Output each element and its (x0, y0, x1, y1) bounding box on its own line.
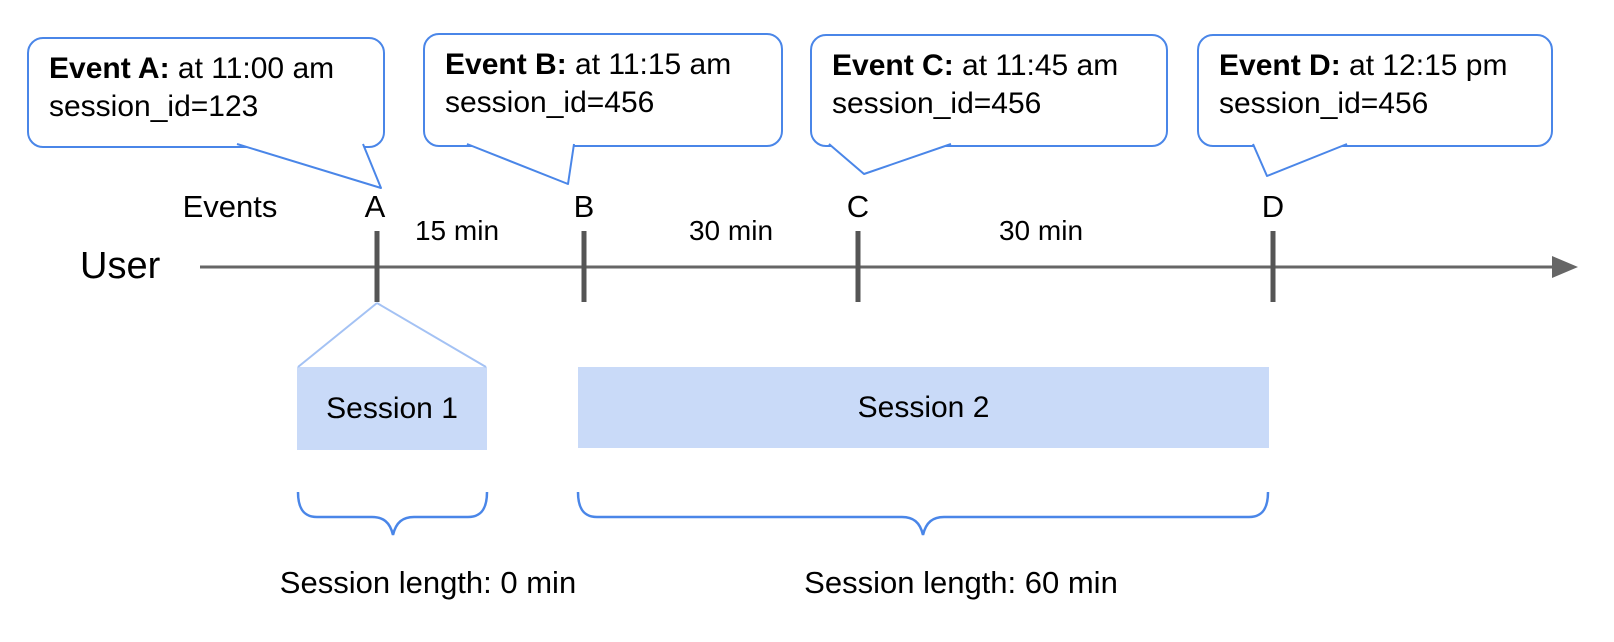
event-b-session-id: session_id=456 (445, 86, 655, 119)
event-letter-c: C (846, 189, 870, 224)
session-2-bar-label: Session 2 (857, 390, 990, 424)
event-d-callout-tail (1252, 143, 1348, 177)
event-a-callout: Event A: at 11:00 am session_id=123 (27, 37, 385, 148)
event-a-session-id: session_id=123 (49, 90, 259, 123)
events-row-label: Events (182, 189, 278, 224)
event-c-time: at 11:45 am (953, 49, 1119, 82)
session-2-length-label: Session length: 60 min (804, 565, 1118, 600)
event-a-callout-tail (236, 143, 382, 189)
event-letter-b: B (573, 189, 595, 224)
event-a-callout-line1: Event A: at 11:00 am (49, 50, 383, 88)
event-c-callout-tail (828, 143, 952, 175)
event-c-title: Event C: (832, 49, 954, 82)
event-d-session-id: session_id=456 (1219, 87, 1429, 120)
session-1-bar: Session 1 (297, 367, 487, 450)
event-d-callout: Event D: at 12:15 pm session_id=456 (1197, 34, 1553, 147)
session-1-bar-label: Session 1 (326, 391, 458, 425)
interval-b-c-label: 30 min (688, 215, 774, 246)
event-a-time: at 11:00 am (169, 52, 335, 85)
session-1-brace (296, 491, 489, 536)
event-c-session-id: session_id=456 (832, 87, 1042, 120)
interval-a-b-label: 15 min (414, 215, 500, 246)
user-row-label: User (80, 245, 161, 287)
event-b-title: Event B: (445, 48, 567, 81)
event-b-callout: Event B: at 11:15 am session_id=456 (423, 33, 783, 147)
event-b-time: at 11:15 am (566, 48, 732, 81)
event-b-callout-line1: Event B: at 11:15 am (445, 46, 781, 84)
session-2-brace (576, 491, 1270, 536)
event-d-time: at 12:15 pm (1340, 49, 1508, 82)
event-letter-a: A (364, 189, 386, 224)
event-c-callout: Event C: at 11:45 am session_id=456 (810, 34, 1168, 147)
event-d-callout-line1: Event D: at 12:15 pm (1219, 47, 1551, 85)
event-letter-d: D (1261, 189, 1285, 224)
session-1-funnel-lines (297, 302, 487, 368)
event-b-callout-tail (466, 143, 575, 185)
session-2-bar: Session 2 (578, 367, 1269, 448)
event-a-title: Event A: (49, 52, 170, 85)
timeline-arrowhead-icon (1552, 256, 1578, 278)
event-c-callout-line1: Event C: at 11:45 am (832, 47, 1166, 85)
interval-c-d-label: 30 min (998, 215, 1084, 246)
event-d-title: Event D: (1219, 49, 1341, 82)
session-1-length-label: Session length: 0 min (279, 565, 577, 600)
